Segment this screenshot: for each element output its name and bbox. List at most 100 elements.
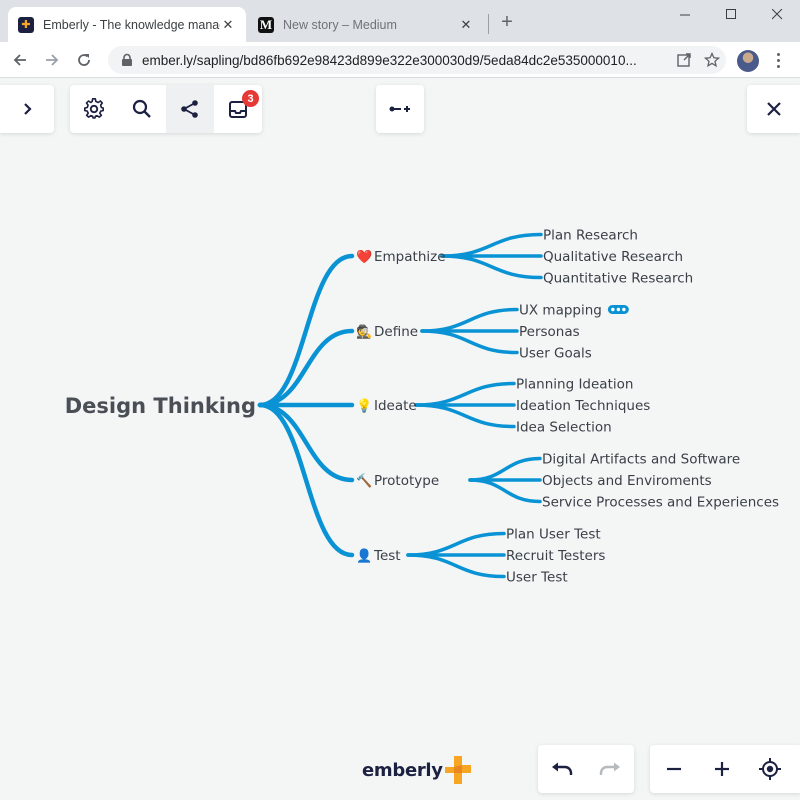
child-edge (440, 254, 543, 280)
arrow-right-icon (46, 54, 59, 66)
window-close-button[interactable] (754, 0, 800, 28)
lightbulb-icon: 💡 (356, 398, 372, 413)
branch-label: Empathize (374, 249, 446, 265)
tab-title: Emberly - The knowledge management (43, 17, 220, 32)
search-icon (132, 99, 151, 118)
child-node[interactable]: Qualitative Research (543, 249, 683, 265)
branch-label: Define (374, 324, 418, 340)
recenter-button[interactable] (746, 745, 794, 793)
browser-toolbar: ember.ly/sapling/bd86fb692e98423d899e322… (0, 42, 800, 78)
tab-medium[interactable]: M New story – Medium ✕ (248, 7, 484, 42)
emberly-logo-icon (444, 756, 471, 784)
branch-label: Ideate (374, 398, 417, 414)
share-icon (181, 100, 198, 118)
root-edge (257, 328, 355, 408)
close-panel-button[interactable] (747, 85, 800, 133)
maximize-icon (725, 8, 736, 19)
chevron-right-icon (24, 103, 32, 115)
maximize-button[interactable] (708, 0, 754, 28)
close-button-inner (747, 85, 800, 133)
reload-icon (78, 54, 90, 66)
forward-button[interactable] (38, 46, 66, 74)
settings-button[interactable] (70, 85, 118, 133)
tab-separator (488, 14, 489, 34)
browser-tab-bar: ✚ Emberly - The knowledge management ✕ M… (0, 0, 800, 42)
medium-favicon-icon: M (258, 16, 274, 33)
root-edge (257, 402, 355, 558)
branch-node-prototype[interactable]: 🔨Prototype (356, 473, 439, 489)
child-node[interactable]: Digital Artifacts and Software (542, 452, 740, 468)
child-edge (414, 381, 516, 407)
back-button[interactable] (6, 46, 34, 74)
address-bar[interactable]: ember.ly/sapling/bd86fb692e98423d899e322… (108, 46, 726, 74)
child-node[interactable]: Planning Ideation (516, 377, 633, 393)
gear-icon (84, 98, 104, 119)
lock-icon (122, 53, 132, 66)
mind-map-nodes: Design Thinking ❤️Empathize Plan ResearchQ… (65, 228, 779, 586)
branch-node-define[interactable]: 🕵️Define (356, 324, 418, 340)
branch-node-test[interactable]: 👤Test (356, 548, 401, 564)
child-edge (420, 307, 519, 333)
open-external-button[interactable] (670, 46, 698, 74)
profile-avatar[interactable] (737, 50, 759, 72)
branch-label: Prototype (374, 473, 439, 489)
branch-node-empathize[interactable]: ❤️Empathize (356, 249, 446, 265)
child-node[interactable]: Plan User Test (506, 527, 601, 543)
browser-menu-button[interactable] (768, 48, 788, 72)
detective-icon: 🕵️ (356, 324, 372, 339)
reload-button[interactable] (70, 46, 98, 74)
child-node[interactable]: UX mapping (519, 303, 602, 319)
close-icon (771, 8, 782, 19)
emberly-favicon-icon: ✚ (18, 16, 34, 33)
minimize-button[interactable] (662, 0, 708, 28)
child-node[interactable]: Service Processes and Experiences (542, 495, 779, 511)
undo-button[interactable] (538, 745, 586, 793)
add-connection-button[interactable] (376, 85, 424, 133)
child-node[interactable]: User Goals (519, 346, 592, 362)
close-icon[interactable]: ✕ (222, 16, 234, 32)
child-node[interactable]: Ideation Techniques (516, 398, 650, 414)
collapsed-children-indicator[interactable] (607, 305, 629, 314)
child-node[interactable]: Plan Research (543, 228, 638, 244)
branch-label: Test (373, 548, 401, 564)
logo-text: emberly (362, 759, 443, 781)
mind-map-canvas[interactable]: Design Thinking ❤️Empathize Plan ResearchQ… (0, 78, 800, 800)
zoom-out-button[interactable] (650, 745, 698, 793)
expand-button-inner (0, 85, 54, 133)
close-icon (766, 102, 781, 116)
close-icon[interactable]: ✕ (460, 16, 472, 32)
child-edge (420, 329, 519, 355)
child-edge (440, 232, 543, 258)
url-text: ember.ly/sapling/bd86fb692e98423d899e322… (142, 52, 637, 68)
root-node[interactable]: Design Thinking (65, 394, 256, 418)
branch-node-ideate[interactable]: 💡Ideate (356, 398, 417, 414)
child-node[interactable]: Personas (519, 324, 580, 340)
target-icon (759, 758, 781, 780)
redo-button[interactable] (586, 745, 634, 793)
new-tab-button[interactable]: + (501, 11, 513, 33)
emberly-logo[interactable]: emberly (362, 756, 471, 784)
minimize-icon (679, 14, 690, 15)
child-edge (468, 478, 542, 504)
heart-icon: ❤️ (356, 249, 373, 264)
undo-icon (552, 762, 573, 775)
inbox-badge: 3 (242, 90, 259, 107)
history-toolbar (538, 745, 634, 793)
plus-icon (715, 762, 729, 776)
child-node[interactable]: Objects and Enviroments (542, 473, 712, 489)
inbox-button[interactable]: 3 (214, 85, 262, 133)
child-node[interactable]: User Test (506, 570, 568, 586)
expand-sidebar-button[interactable] (0, 85, 54, 133)
tab-emberly[interactable]: ✚ Emberly - The knowledge management ✕ (8, 7, 246, 42)
root-edge (257, 402, 355, 483)
bookmark-star-button[interactable] (698, 46, 726, 74)
share-button[interactable] (166, 85, 214, 133)
main-toolbar: 3 (70, 85, 262, 133)
child-node[interactable]: Idea Selection (516, 420, 612, 436)
minus-icon (667, 767, 681, 771)
open-external-icon (677, 53, 691, 67)
search-button[interactable] (118, 85, 166, 133)
child-node[interactable]: Quantitative Research (543, 271, 693, 287)
zoom-in-button[interactable] (698, 745, 746, 793)
child-node[interactable]: Recruit Testers (506, 548, 605, 564)
